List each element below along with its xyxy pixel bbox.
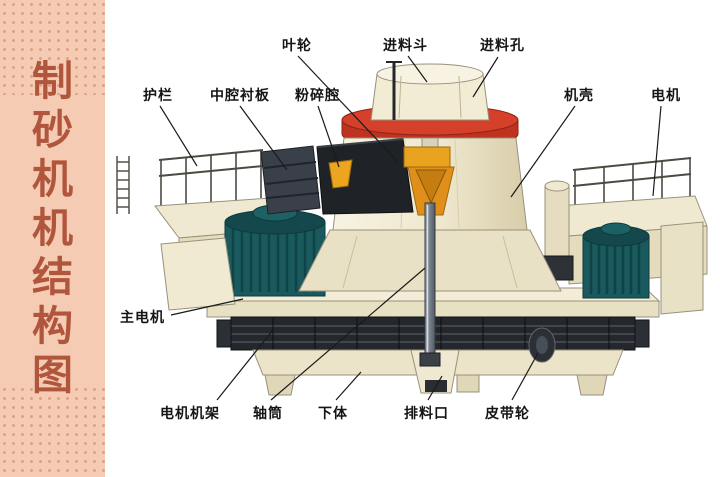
title-char: 结 [32,254,73,300]
cavity-liner-part [260,145,321,215]
ladder [116,156,130,214]
label-lower-body: 下体 [318,405,348,421]
left-guardrail [158,149,264,206]
title-char: 机 [32,156,73,202]
label-motor-frame: 电机机架 [160,405,220,421]
title-char: 制 [32,58,73,104]
right-guardrail [572,157,692,208]
front-guard-panel [160,237,236,311]
label-feed-hole: 进料孔 [480,37,525,53]
crushing-chamber-part [328,159,353,189]
title-char: 机 [32,205,73,251]
label-motor: 电机 [651,87,681,103]
label-crushing-chamber: 粉碎腔 [295,87,340,103]
crusher-body [260,61,562,292]
label-cavity-liner: 中腔衬板 [210,87,270,103]
side-pipe [540,180,574,281]
dot-pattern-top [0,0,105,95]
dot-pattern-bottom [0,385,105,477]
label-main-motor: 主电机 [120,309,165,325]
label-guardrail: 护栏 [143,87,173,103]
label-discharge-port: 排料口 [404,405,449,421]
belt-pulley-part [528,327,556,363]
label-shaft-tube: 轴筒 [253,405,283,421]
main-shaft [419,202,441,367]
label-belt-pulley: 皮带轮 [485,405,530,421]
title-char: 砂 [32,107,73,153]
label-feed-hopper: 进料斗 [383,37,428,53]
label-casing: 机壳 [564,87,594,103]
vertical-title: 制 砂 机 机 结 构 图 [0,60,105,396]
sidebar: 制 砂 机 机 结 构 图 [0,0,105,477]
diagram-area: 叶轮 进料斗 进料孔 护栏 中腔衬板 粉碎腔 机壳 电机 主电机 电机机架 轴筒… [105,0,720,477]
machine-illustration [116,55,708,401]
leader-lines [159,55,662,401]
title-char: 构 [32,303,73,349]
label-impeller: 叶轮 [282,37,312,53]
right-motor [582,222,650,299]
title-char: 图 [32,352,73,398]
